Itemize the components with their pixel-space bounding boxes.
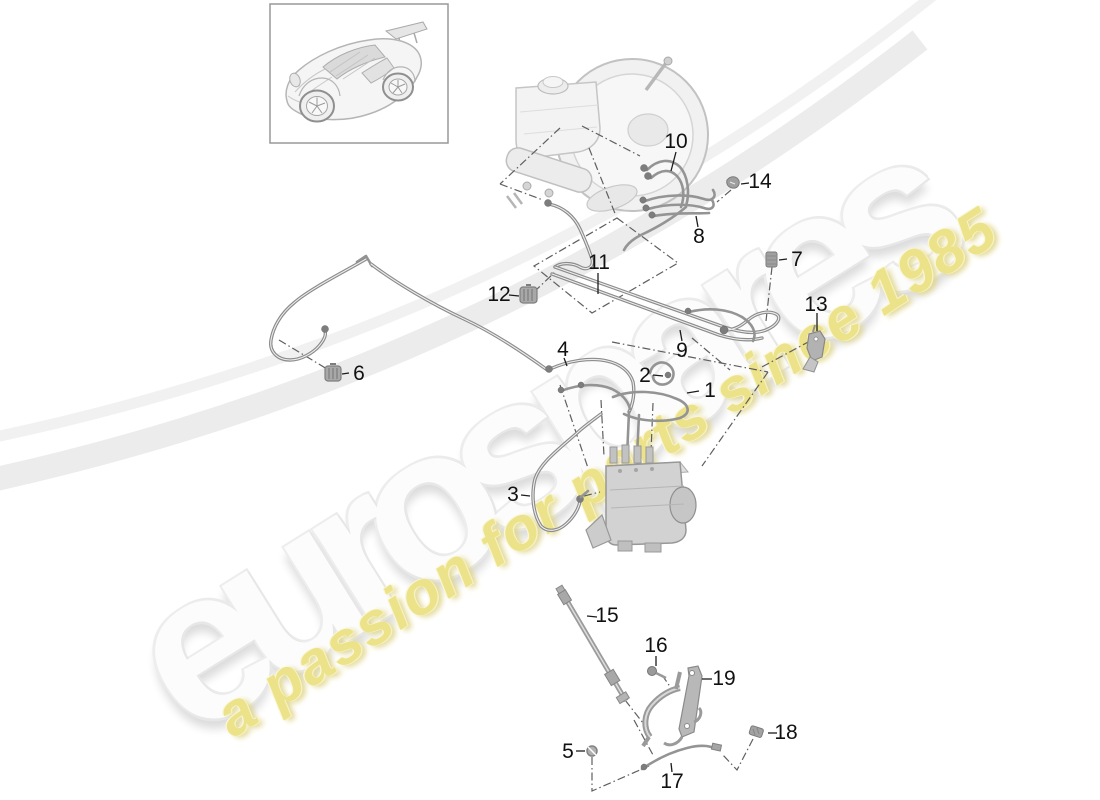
grommet-7 [765,251,778,268]
reservoir-lines [519,104,599,135]
car-headlight [289,72,301,88]
brake-pipe-17 [640,742,723,771]
abs-hydraulic-unit [585,444,697,553]
front-brake-line-loop [269,254,548,371]
part-label-13[interactable]: 13 [804,293,828,316]
brake-booster-assembly [505,56,709,212]
car-thumbnail [269,3,449,144]
part-label-14[interactable]: 14 [748,170,772,193]
master-cylinder-port [522,181,532,191]
part-label-4[interactable]: 4 [557,338,569,361]
car-windshield [322,44,386,80]
bolt-16 [647,666,667,680]
car-wheel-arches [298,66,416,97]
part-label-9[interactable]: 9 [676,339,688,362]
brake-hose-15 [555,584,631,705]
part-label-15[interactable]: 15 [595,604,619,627]
booster-pushrod [644,61,668,92]
clip-14 [726,176,740,189]
bracket-19 [641,665,703,748]
part-label-2[interactable]: 2 [639,364,651,387]
brake-pipe-8 [622,188,716,252]
car-front-wheel [299,89,335,123]
brake-pipe-3 [531,412,603,532]
clip-18 [748,725,764,738]
part-label-17[interactable]: 17 [660,770,684,793]
grommet-12 [519,284,538,304]
brake-fluid-reservoir [515,81,601,159]
bracket-13 [802,324,826,373]
part-label-12[interactable]: 12 [487,283,511,306]
car-rear-wheel [382,72,414,102]
master-cylinder-fork [506,192,524,209]
part-label-18[interactable]: 18 [774,721,798,744]
car-windshield-hatch [329,51,376,80]
brake-pipe-2 [648,361,675,386]
brake-pipe-10 [640,159,690,209]
part-label-11[interactable]: 11 [588,251,610,274]
part-label-7[interactable]: 7 [791,248,803,271]
label-leader-lines [341,151,818,773]
part-label-16[interactable]: 16 [644,634,668,657]
part-label-6[interactable]: 6 [353,362,365,385]
clip-5 [586,745,598,757]
grommet-6 [324,363,342,382]
part-label-5[interactable]: 5 [562,740,574,763]
brake-pipe-4 [545,357,636,414]
brake-booster-hub [627,113,669,147]
brake-pipe-11 [544,199,595,271]
reservoir-cap-top [542,76,564,88]
leader-dash-lines [278,125,811,792]
car-rear-wing [384,21,428,40]
part-label-1[interactable]: 1 [704,379,716,402]
pushrod-knob [663,56,673,66]
car-side-window [361,57,395,84]
swoosh-band-thin [0,0,937,442]
part-label-8[interactable]: 8 [693,225,705,248]
master-cylinder-port [544,188,554,198]
brake-pipe-9 [550,265,781,343]
part-label-10[interactable]: 10 [664,130,688,153]
swoosh-band [0,30,928,491]
part-label-19[interactable]: 19 [712,667,736,690]
part-label-3[interactable]: 3 [507,483,519,506]
booster-flange [586,184,638,212]
master-cylinder [505,147,593,193]
